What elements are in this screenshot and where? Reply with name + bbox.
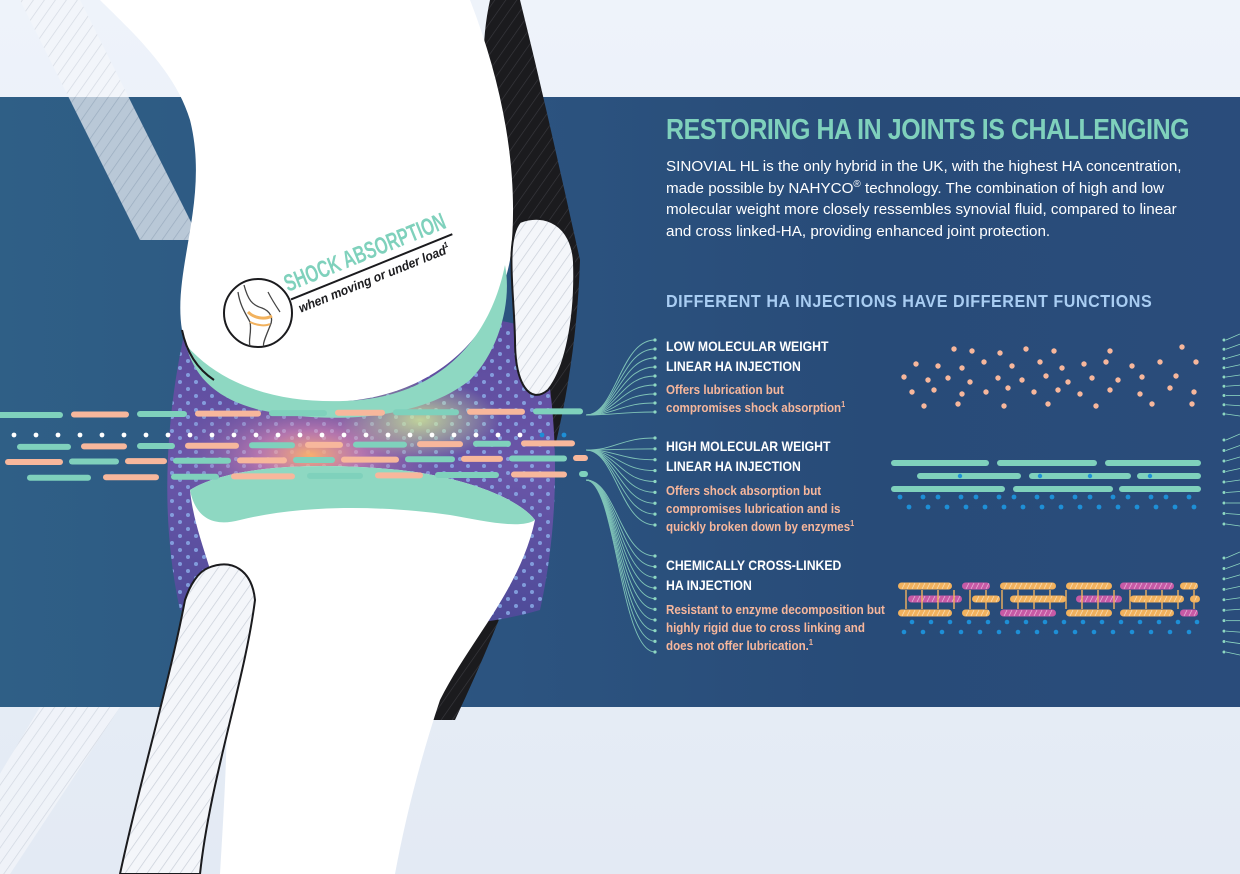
injection-reference: 1 bbox=[850, 518, 855, 528]
low-mw-molecule-icon bbox=[901, 344, 1199, 409]
injection-description: Offers lubrication but compromises shock… bbox=[666, 381, 850, 417]
injection-title-line1: HIGH MOLECULAR WEIGHT bbox=[666, 439, 831, 454]
injection-description: Resistant to enzyme decomposition but hi… bbox=[666, 601, 887, 655]
crosslinked-molecule-icon bbox=[898, 582, 1200, 635]
injection-title: CHEMICALLY CROSS-LINKED HA INJECTION bbox=[666, 556, 873, 596]
injection-title-line1: LOW MOLECULAR WEIGHT bbox=[666, 339, 829, 354]
injection-title: HIGH MOLECULAR WEIGHT LINEAR HA INJECTION bbox=[666, 437, 873, 477]
intro-text-end: technology. The combination of high and … bbox=[666, 179, 1177, 240]
injection-title-line2: LINEAR HA INJECTION bbox=[666, 359, 801, 374]
high-mw-molecule-icon bbox=[891, 460, 1201, 510]
injection-description-text: Offers lubrication but compromises shock… bbox=[666, 383, 842, 415]
injection-title-line2: LINEAR HA INJECTION bbox=[666, 459, 801, 474]
injection-title-line1: CHEMICALLY CROSS-LINKED bbox=[666, 558, 842, 573]
section-subheading: DIFFERENT HA INJECTIONS HAVE DIFFERENT F… bbox=[666, 291, 1153, 311]
injection-reference: 1 bbox=[808, 637, 813, 647]
injection-title-line2: HA INJECTION bbox=[666, 578, 752, 593]
injection-title: LOW MOLECULAR WEIGHT LINEAR HA INJECTION bbox=[666, 337, 873, 377]
section-intro: SINOVIAL HL is the only hybrid in the UK… bbox=[666, 156, 1206, 242]
injection-reference: 1 bbox=[841, 399, 846, 409]
knee-badge-icon bbox=[223, 278, 293, 348]
section-heading: RESTORING HA IN JOINTS IS CHALLENGING bbox=[666, 114, 1190, 146]
registered-mark: ® bbox=[853, 178, 861, 190]
badge-reference: 1 bbox=[442, 240, 450, 250]
injection-description-text: Offers shock absorption but compromises … bbox=[666, 484, 851, 534]
injection-description-text: Resistant to enzyme decomposition but hi… bbox=[666, 603, 885, 653]
injection-description: Offers shock absorption but compromises … bbox=[666, 482, 870, 536]
intro-text-start: SINOVIAL HL is the only hybrid in the UK… bbox=[666, 158, 1182, 197]
